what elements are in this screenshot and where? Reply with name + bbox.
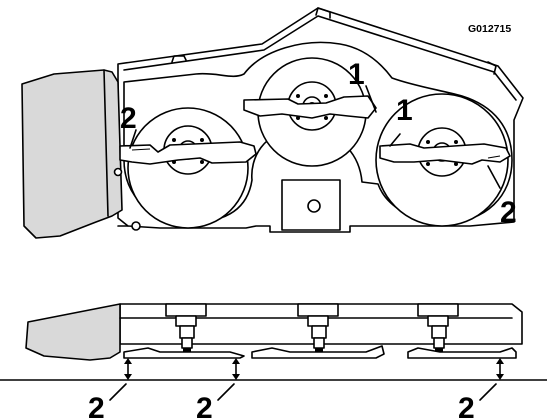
callout-side-center: 2 [196,392,213,418]
callout-side-right: 2 [458,392,475,418]
blade-right [379,143,511,165]
height-arrows [124,358,504,380]
callout-blade-center: 1 [348,58,365,91]
callout-blade-right: 1 [396,94,413,127]
blade-right-side [407,347,517,359]
discharge-chute [21,69,123,239]
blade-left [119,141,257,165]
spindle-left-side [165,303,207,354]
deck-top-view [21,7,524,239]
callout-side-left: 2 [88,392,105,418]
figure-code: G012715 [468,23,511,35]
blade-left-side [123,347,245,359]
callout-blade-left-tip: 2 [120,102,137,135]
leader-lines-top [129,85,501,189]
deck-side-view [0,303,547,401]
callout-blade-right-tip: 2 [500,196,517,229]
spindle-center-side [297,303,339,354]
blade-center-side [251,345,385,359]
spindle-right-side [417,303,459,354]
blade-center [243,95,377,119]
